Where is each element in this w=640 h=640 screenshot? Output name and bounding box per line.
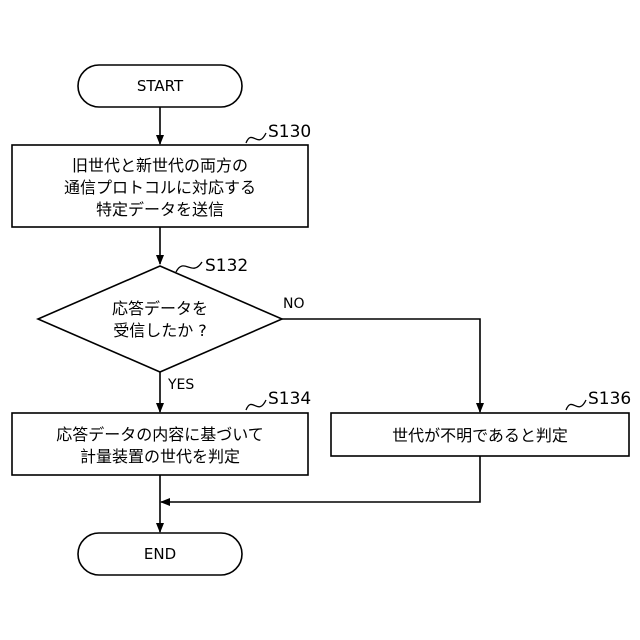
branch-no-label: NO xyxy=(283,296,305,312)
branch-yes-label: YES xyxy=(167,377,194,393)
s132-line-1: 応答データを xyxy=(112,299,208,318)
s136-leader xyxy=(566,400,586,410)
decision-s132: 応答データを 受信したか ? xyxy=(38,266,282,372)
s132-step-label: S132 xyxy=(205,256,248,276)
s134-line-1: 応答データの内容に基づいて xyxy=(56,425,264,444)
s130-step-label: S130 xyxy=(268,122,311,142)
s134-step-label: S134 xyxy=(268,389,311,409)
s132-leader xyxy=(176,262,202,272)
s130-leader xyxy=(246,133,266,143)
s134-leader xyxy=(246,400,266,410)
arrow-no-to-s136 xyxy=(282,319,480,412)
end-terminal: END xyxy=(78,533,242,575)
process-s136: 世代が不明であると判定 xyxy=(331,413,629,456)
end-label: END xyxy=(144,545,176,563)
process-s130: 旧世代と新世代の両方の 通信プロトコルに対応する 特定データを送信 xyxy=(12,145,308,227)
s134-line-2: 計量装置の世代を判定 xyxy=(80,447,240,466)
start-terminal: START xyxy=(78,65,242,107)
s136-line-1: 世代が不明であると判定 xyxy=(392,426,568,445)
s130-line-3: 特定データを送信 xyxy=(96,200,224,219)
s130-line-2: 通信プロトコルに対応する xyxy=(64,178,256,197)
s136-step-label: S136 xyxy=(588,389,631,409)
s132-line-2: 受信したか ? xyxy=(113,321,207,340)
start-label: START xyxy=(137,77,184,95)
s130-line-1: 旧世代と新世代の両方の xyxy=(72,156,248,175)
process-s134: 応答データの内容に基づいて 計量装置の世代を判定 xyxy=(12,413,308,475)
